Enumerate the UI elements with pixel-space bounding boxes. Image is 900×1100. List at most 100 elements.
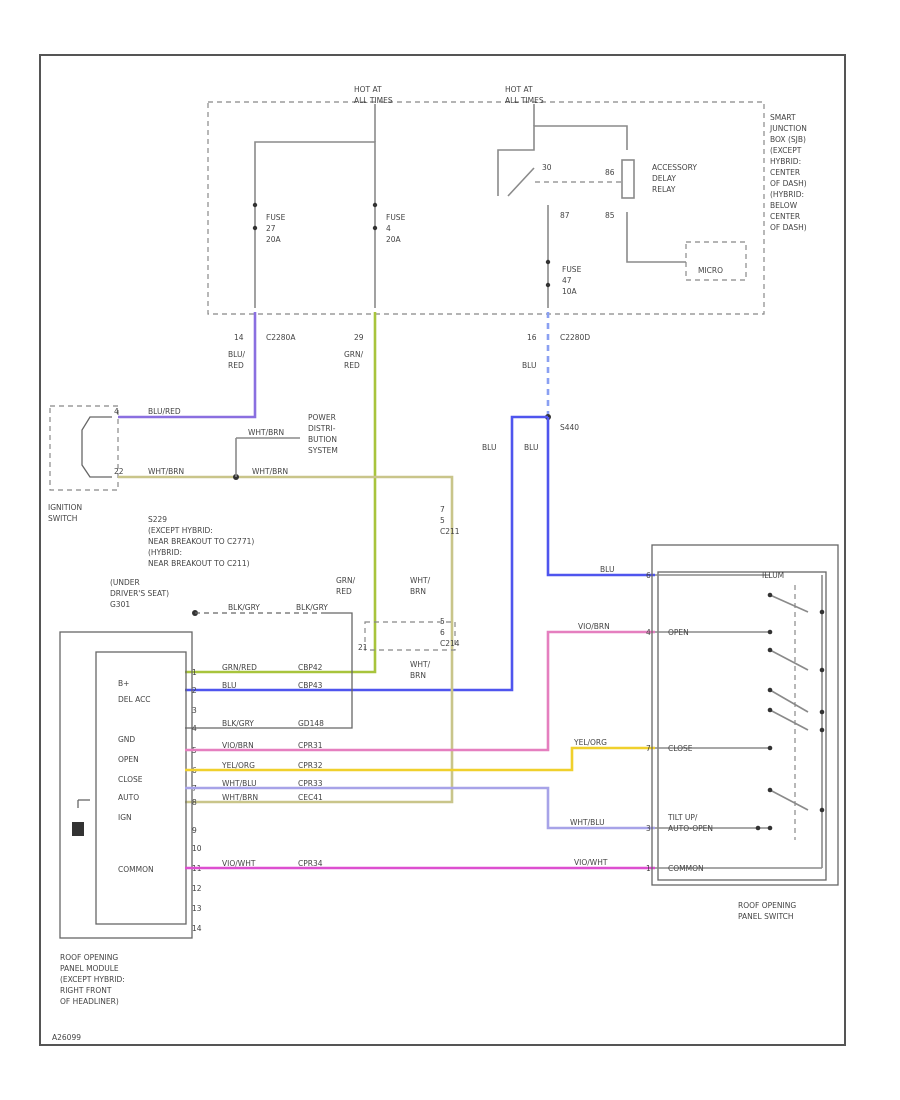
label-line: FUSE (266, 213, 286, 222)
sw-contact-dot (819, 609, 825, 615)
label-line: (EXCEPT HYBRID: (148, 526, 213, 535)
label-line: RED (228, 361, 244, 370)
ign-pin-22: 22 (114, 467, 124, 476)
label-line: RED (344, 361, 360, 370)
switch-pin: 4 (646, 628, 651, 637)
micro-box (685, 241, 747, 281)
module-wire-color: WHT/BLU (222, 779, 257, 788)
label-line: (EXCEPT HYBRID: (60, 975, 125, 984)
switch-pin: 7 (646, 744, 651, 753)
c2280d-label: C2280D (560, 333, 590, 342)
module-func: B+ (118, 679, 129, 688)
label-line: G301 (110, 600, 130, 609)
label-line: BRN (410, 587, 426, 596)
label-line: 6 (440, 628, 445, 637)
sw-contact (769, 689, 809, 713)
label-line: RELAY (652, 185, 676, 194)
module-wire-color: GRN/RED (222, 663, 257, 672)
label-line: GRN/ (336, 576, 356, 585)
module-pin-9: 9 (192, 826, 197, 835)
label-line: C214 (440, 639, 460, 648)
w-blk-gry: BLK/GRY (228, 603, 260, 612)
label-line: FUSE (562, 265, 582, 274)
label-line: WHT/ (410, 660, 431, 669)
module-wire-color: VIO/WHT (222, 859, 256, 868)
sjb-box (207, 101, 765, 315)
module-wire-code: CPR34 (298, 859, 323, 868)
label-line: HOT AT (505, 85, 533, 94)
label-line: BRN (410, 671, 426, 680)
label-line: HOT AT (354, 85, 382, 94)
label-line: 4 (386, 224, 391, 233)
switch-outer (651, 544, 839, 886)
c2280a-label: C2280A (266, 333, 296, 342)
sw-contact-dot (819, 807, 825, 813)
pin-16: 16 (527, 333, 537, 342)
switch-illum-label: ILLUM (762, 571, 784, 580)
module-outer (59, 631, 193, 939)
label-line: FUSE (386, 213, 406, 222)
hot-label-1: HOT AT ALL TIMES (354, 85, 393, 105)
wire-wht-brn-ign (118, 475, 454, 804)
wire-wht-blu (185, 786, 655, 830)
label-line: ROOF OPENING (60, 953, 118, 962)
label-line: (HYBRID: (770, 190, 804, 199)
module-func: OPEN (118, 755, 139, 764)
relay-coil (621, 159, 635, 199)
label-line: RED (336, 587, 352, 596)
module-func: COMMON (118, 865, 154, 874)
module-wire-color: BLK/GRY (222, 719, 254, 728)
label-line: POWER (308, 413, 336, 422)
label-line: PANEL SWITCH (738, 912, 794, 921)
label-line: 20A (266, 235, 282, 244)
wire-blu-switch (546, 417, 655, 577)
ignition-switch-symbol (81, 416, 112, 478)
label-line: BUTION (308, 435, 337, 444)
wire-yel-org (185, 746, 655, 772)
module-wire-color: VIO/BRN (222, 741, 254, 750)
label-line: SMART (770, 113, 796, 122)
label-line: BOX (SJB) (770, 135, 806, 144)
label-line: WHT/ (410, 576, 431, 585)
module-wire-code: CPR33 (298, 779, 323, 788)
switch-labels: BLU6VIO/BRN4YEL/ORG7WHT/BLU3VIO/WHT1OPEN… (570, 565, 784, 873)
module-wire-color: BLU (222, 681, 236, 690)
switch-func: COMMON (668, 864, 704, 873)
label-line: PANEL MODULE (60, 964, 119, 973)
label-line: BELOW (770, 201, 798, 210)
w-wht-brn-4: WHT/BRN (410, 576, 431, 596)
s229-label: S229(EXCEPT HYBRID:NEAR BREAKOUT TO C277… (148, 515, 254, 568)
label-line: SYSTEM (308, 446, 338, 455)
label-line: CENTER (770, 168, 800, 177)
label-line: 47 (562, 276, 572, 285)
w-grn-red-2: GRN/RED (336, 576, 356, 596)
wire-blu-red (118, 312, 257, 419)
label-line: OF DASH) (770, 179, 807, 188)
relay-coil-ret (626, 212, 686, 263)
relay-pin-86: 86 (605, 168, 615, 177)
footer-code: A26099 (52, 1033, 81, 1042)
switch-wire-color: VIO/WHT (574, 858, 608, 867)
w-wht-brn-3: WHT/BRN (248, 428, 284, 437)
w-blu-3: BLU (524, 443, 538, 452)
sw-contact-dot (767, 787, 773, 793)
label-line: ALL TIMES (354, 96, 393, 105)
sw-node (767, 745, 773, 751)
ignition-switch-box (49, 405, 119, 491)
w-wht-brn-1: WHT/BRN (148, 467, 184, 476)
wire-blu-module (185, 415, 548, 692)
w-blk-gry-2: BLK/GRY (296, 603, 328, 612)
module-pin-2: 2 (192, 686, 197, 695)
relay-pin-30: 30 (542, 163, 552, 172)
